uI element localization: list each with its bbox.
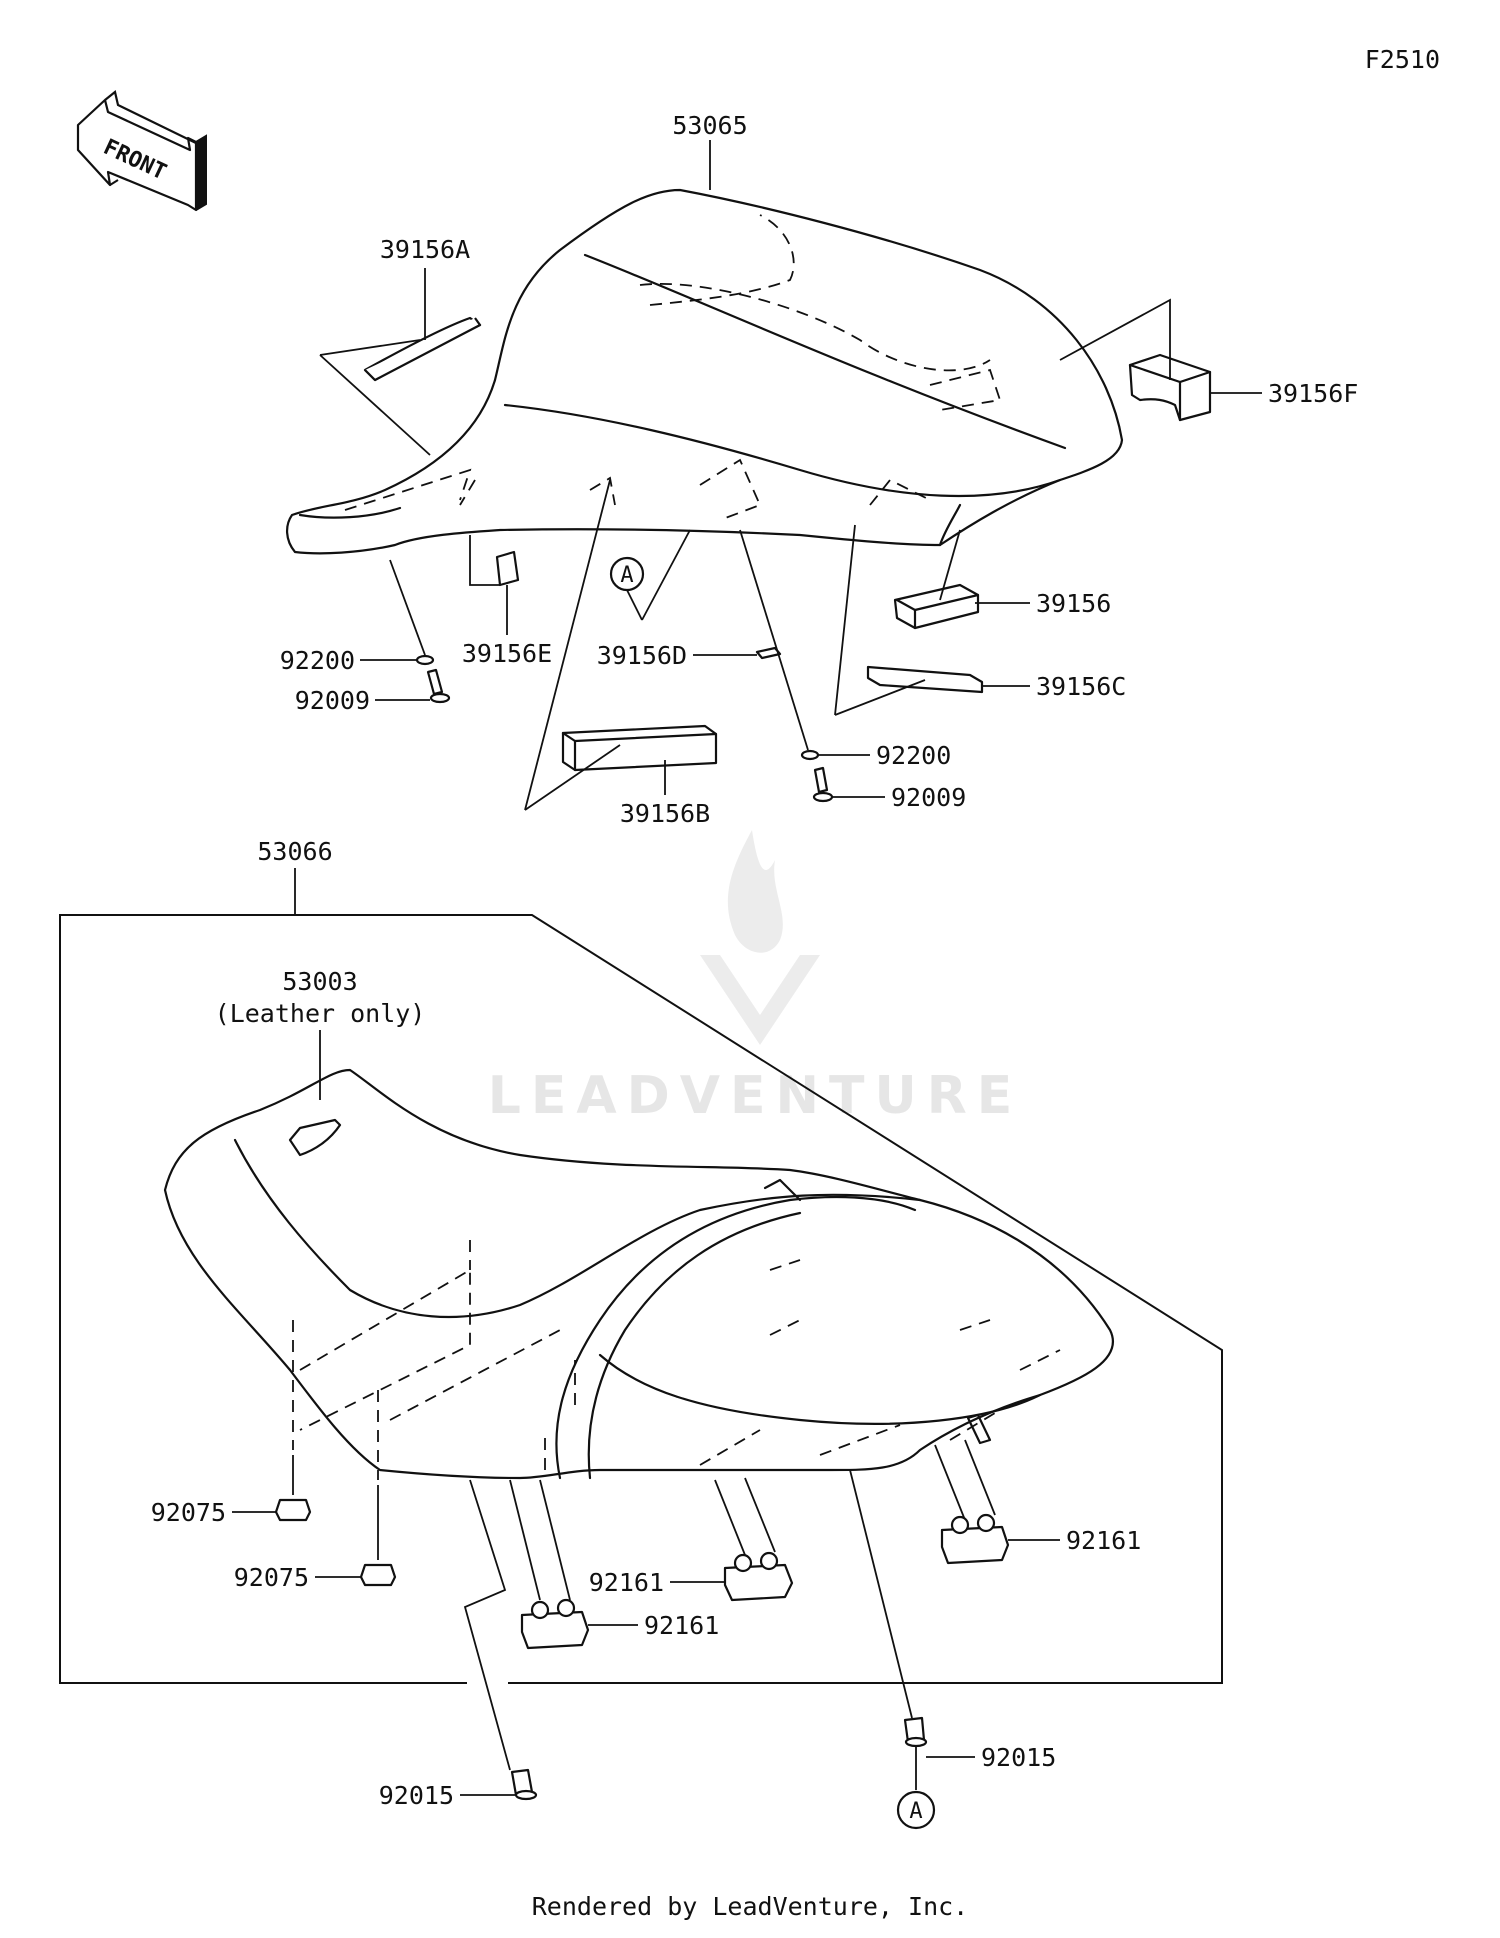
- hook-icon-1: [520, 1610, 590, 1650]
- pad-39156e: 39156E: [462, 535, 552, 668]
- pad-39156c: 39156C: [834, 524, 1126, 716]
- label-92200-right: 92200: [876, 741, 951, 770]
- label-53065: 53065: [672, 111, 747, 140]
- pad-39156f: 39156F: [1059, 298, 1358, 422]
- bolt-right-icon: [813, 766, 829, 794]
- fastener-left: 92200 92009: [280, 559, 451, 715]
- label-92161-1: 92161: [644, 1611, 719, 1640]
- watermark-text: LEADVENTURE: [488, 1066, 1023, 1126]
- front-seat-group-frame: [59, 914, 1223, 1684]
- label-92161-2: 92161: [589, 1568, 664, 1597]
- label-39156: 39156: [1036, 589, 1111, 618]
- callout-a-top-label: A: [620, 563, 633, 588]
- hook-92161-3: 92161: [934, 1439, 1141, 1565]
- pad-39156a: 39156A: [363, 235, 482, 382]
- diagram-code: F2510: [1365, 45, 1440, 74]
- damper-icon-2: [359, 1563, 397, 1587]
- hook-icon-2: [723, 1563, 794, 1602]
- hook-92161-1: 92161: [509, 1479, 719, 1650]
- watermark: LEADVENTURE: [488, 830, 1023, 1126]
- label-39156b: 39156B: [620, 799, 710, 828]
- label-39156a: 39156A: [380, 235, 470, 264]
- label-39156f: 39156F: [1268, 379, 1358, 408]
- rear-seat: [286, 188, 1124, 555]
- hook-92161-2: 92161: [589, 1477, 794, 1602]
- damper-92075-1: 92075: [151, 1320, 312, 1527]
- pad-39156b: 39156B: [524, 479, 718, 828]
- damper-icon-1: [274, 1498, 312, 1522]
- emblem-53003: 53003 (Leather only): [215, 967, 426, 1157]
- front-arrow-icon: FRONT: [76, 90, 207, 212]
- callout-a-bottom: [896, 1790, 936, 1830]
- callout-a-bottom-label: A: [909, 1799, 922, 1824]
- collar-92015-left: 92015: [379, 1479, 538, 1810]
- damper-92075-2: 92075: [234, 1390, 397, 1592]
- pad-39156: 39156: [893, 529, 1111, 630]
- watermark-logo-icon: [700, 955, 820, 1045]
- label-53003: 53003: [282, 967, 357, 996]
- label-39156e: 39156E: [462, 639, 552, 668]
- label-39156c: 39156C: [1036, 672, 1126, 701]
- collar-right-icon: [800, 749, 820, 761]
- bolt-left-icon: [426, 668, 444, 696]
- label-92075-1: 92075: [151, 1498, 226, 1527]
- pad-39156d: 39156D A: [597, 529, 782, 670]
- fastener-right: 92200 92009: [739, 529, 966, 812]
- collar-92015-right: 92015 A: [849, 1469, 1056, 1830]
- label-92015-right: 92015: [981, 1743, 1056, 1772]
- front-seat: [163, 1068, 1114, 1480]
- label-92015-left: 92015: [379, 1781, 454, 1810]
- collar-left-icon: [415, 654, 435, 666]
- label-leather-only: (Leather only): [215, 999, 426, 1028]
- label-92161-3: 92161: [1066, 1526, 1141, 1555]
- label-53066: 53066: [257, 837, 332, 866]
- footer-credit: Rendered by LeadVenture, Inc.: [531, 1892, 969, 1921]
- label-92009-right: 92009: [891, 783, 966, 812]
- label-92009-left: 92009: [295, 686, 370, 715]
- label-39156d: 39156D: [597, 641, 687, 670]
- hook-icon-3: [940, 1525, 1010, 1565]
- flame-icon: [727, 830, 783, 953]
- label-92200-left: 92200: [280, 646, 355, 675]
- label-92075-2: 92075: [234, 1563, 309, 1592]
